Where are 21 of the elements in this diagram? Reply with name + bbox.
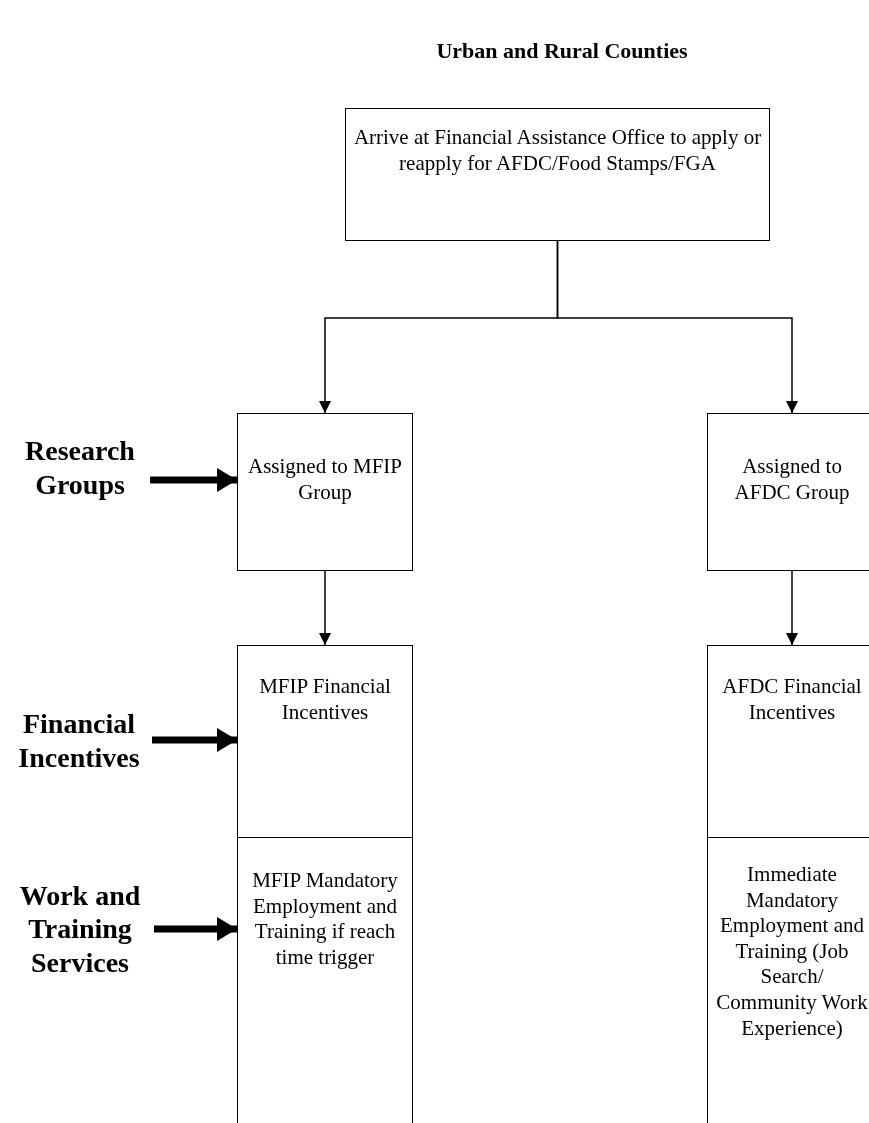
process-box [707,837,869,1123]
box-text: Assigned to AFDC Group [733,454,851,506]
process-box [237,645,413,838]
process-box [707,645,869,838]
box-text: MFIP Financial Incentives [258,674,392,726]
row-label: Work and Training Services [4,855,156,1003]
process-box [237,413,413,571]
box-text: AFDC Financial Incentives [721,674,863,726]
box-text: MFIP Mandatory Employment and Training if reach time trigger [251,868,399,971]
box-text: Arrive at Financial Assistance Office to apply or reapply for AFDC/Food Stamps/FGA [352,125,763,177]
arrow [556,240,798,414]
arrow [786,570,798,646]
arrow [319,570,331,646]
row-label: Research Groups [8,418,152,518]
process-box [345,108,770,241]
row-label: Financial Incentives [4,700,154,782]
process-box [237,837,413,1123]
diagram-title: Urban and Rural Counties [435,38,689,64]
process-box [707,413,869,571]
box-text: Immediate Mandatory Employment and Training (Job Search/ Community Work Experience) [715,862,869,1042]
box-text: Assigned to MFIP Group [247,454,403,506]
